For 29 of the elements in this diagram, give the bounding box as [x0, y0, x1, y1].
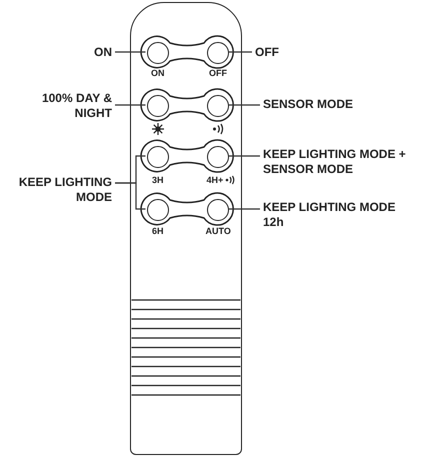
remote-button — [206, 94, 228, 116]
callout-text: 100% DAY & NIGHT — [12, 91, 112, 121]
button-label: AUTO — [206, 226, 231, 236]
button-label: 4H+ — [206, 175, 224, 185]
leader-line — [228, 104, 260, 106]
callout-text: SENSOR MODE — [263, 97, 413, 112]
button-label: ON — [151, 68, 164, 78]
callout-text: KEEP LIGHTING MODE — [12, 175, 112, 205]
leader-line — [115, 104, 146, 106]
remote-button — [146, 94, 168, 116]
leader-line — [228, 155, 260, 157]
leader-line — [228, 51, 252, 53]
button-label: 3H — [152, 175, 164, 185]
remote-button — [146, 42, 168, 64]
callout-text: KEEP LIGHTING MODE 12h — [263, 200, 413, 230]
callout-text: OFF — [255, 45, 315, 60]
remote-button — [206, 146, 228, 168]
callout-text: ON — [52, 45, 112, 60]
remote-button — [146, 198, 168, 220]
leader-line — [115, 51, 146, 53]
button-label: 6H — [152, 226, 164, 236]
remote-button — [206, 198, 228, 220]
remote-button — [206, 42, 228, 64]
leader-line — [115, 182, 146, 210]
callout-text: KEEP LIGHTING MODE + SENSOR MODE — [263, 147, 423, 177]
leader-line — [228, 208, 260, 210]
remote-control-body — [130, 2, 242, 455]
button-label: OFF — [209, 68, 227, 78]
remote-button — [146, 146, 168, 168]
